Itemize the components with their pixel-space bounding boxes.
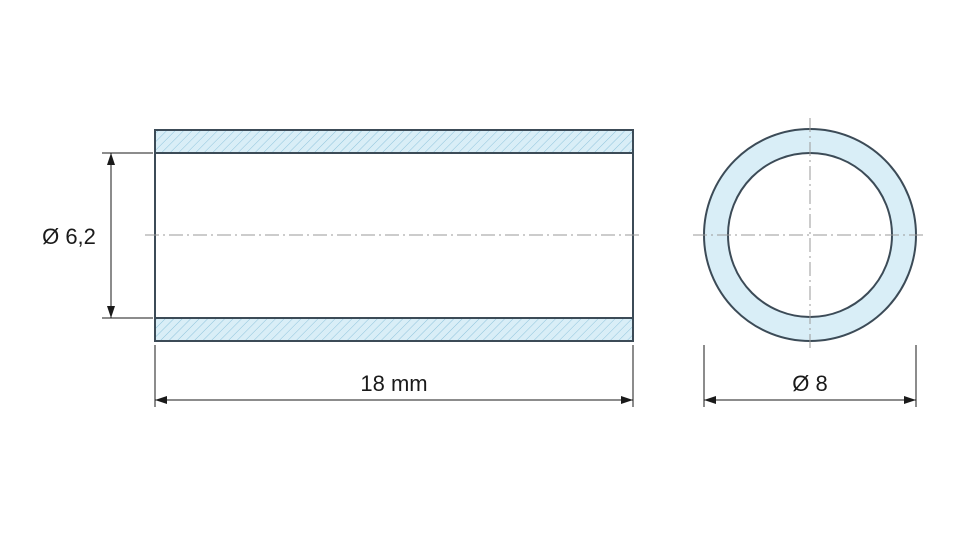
inner-diameter-label: Ø 6,2 [42, 224, 96, 249]
bottom-wall-section [154, 317, 634, 342]
length-label: 18 mm [360, 371, 427, 396]
side-section-view [145, 129, 643, 342]
top-wall-section [154, 129, 634, 154]
end-view [693, 118, 927, 352]
inner-diameter-dimension: Ø 6,2 [42, 152, 153, 319]
outer-diameter-label: Ø 8 [792, 371, 827, 396]
outer-diameter-dimension: Ø 8 [703, 345, 917, 407]
length-dimension: 18 mm [154, 345, 634, 407]
